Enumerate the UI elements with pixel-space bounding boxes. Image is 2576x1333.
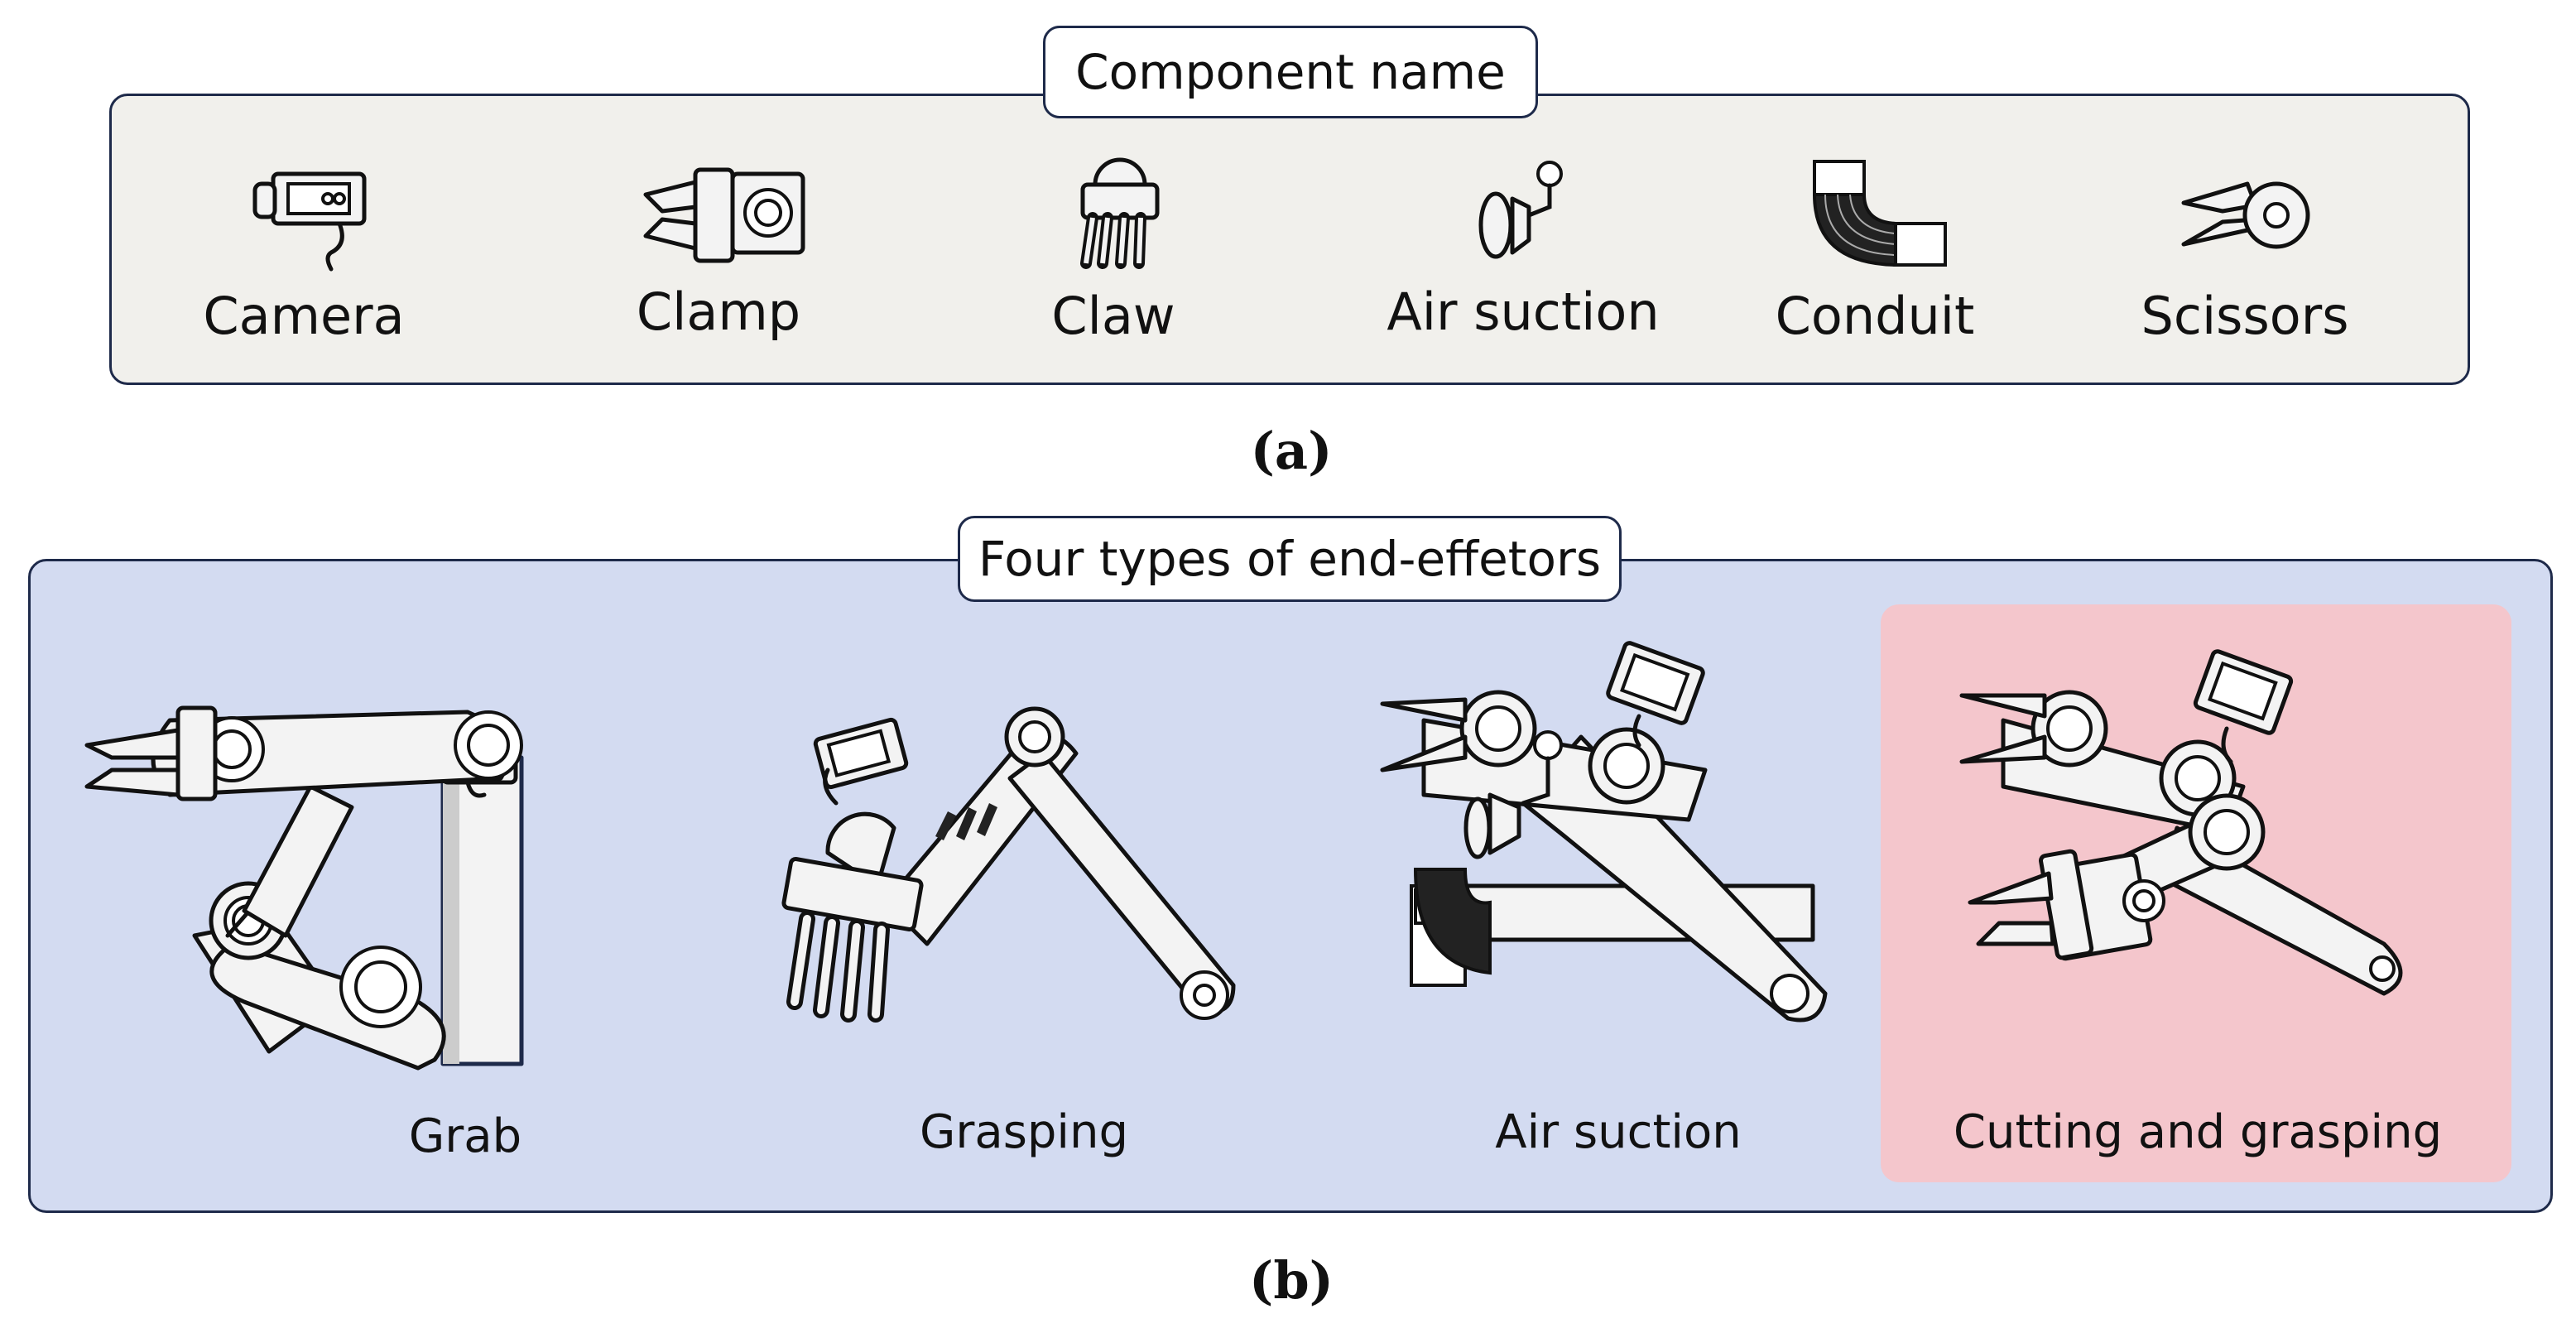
effector-label-grasping: Grasping (919, 1105, 1129, 1159)
component-label-claw: Claw (1051, 286, 1175, 346)
conduit-icon (1812, 160, 1947, 267)
effector-label-grab: Grab (408, 1109, 522, 1163)
air-suction-effector-illustration (1380, 641, 1828, 1023)
grasping-effector-illustration (781, 706, 1236, 1023)
effector-label-cutting-and-grasping: Cutting and grasping (1953, 1105, 2443, 1159)
caption-b: (b) (1248, 1250, 1334, 1311)
component-label-scissors: Scissors (2141, 286, 2349, 346)
caption-a: (a) (1250, 421, 1333, 481)
scissors-icon (2181, 181, 2310, 249)
camera-icon (252, 171, 367, 272)
claw-icon (1080, 157, 1160, 269)
effector-label-air-suction: Air suction (1495, 1105, 1742, 1159)
end-effector-panel-title: Four types of end-effetors (958, 516, 1622, 602)
component-label-camera: Camera (203, 286, 405, 346)
air-suction-icon (1478, 161, 1563, 259)
component-panel (109, 94, 2470, 385)
component-label-air-suction: Air suction (1387, 282, 1660, 342)
component-label-clamp: Clamp (636, 282, 801, 342)
clamp-icon (643, 167, 805, 263)
cutting-and-grasping-effector-illustration (1959, 649, 2403, 996)
component-panel-title: Component name (1043, 26, 1538, 118)
grab-effector-illustration (84, 705, 524, 1071)
component-label-conduit: Conduit (1775, 286, 1975, 346)
